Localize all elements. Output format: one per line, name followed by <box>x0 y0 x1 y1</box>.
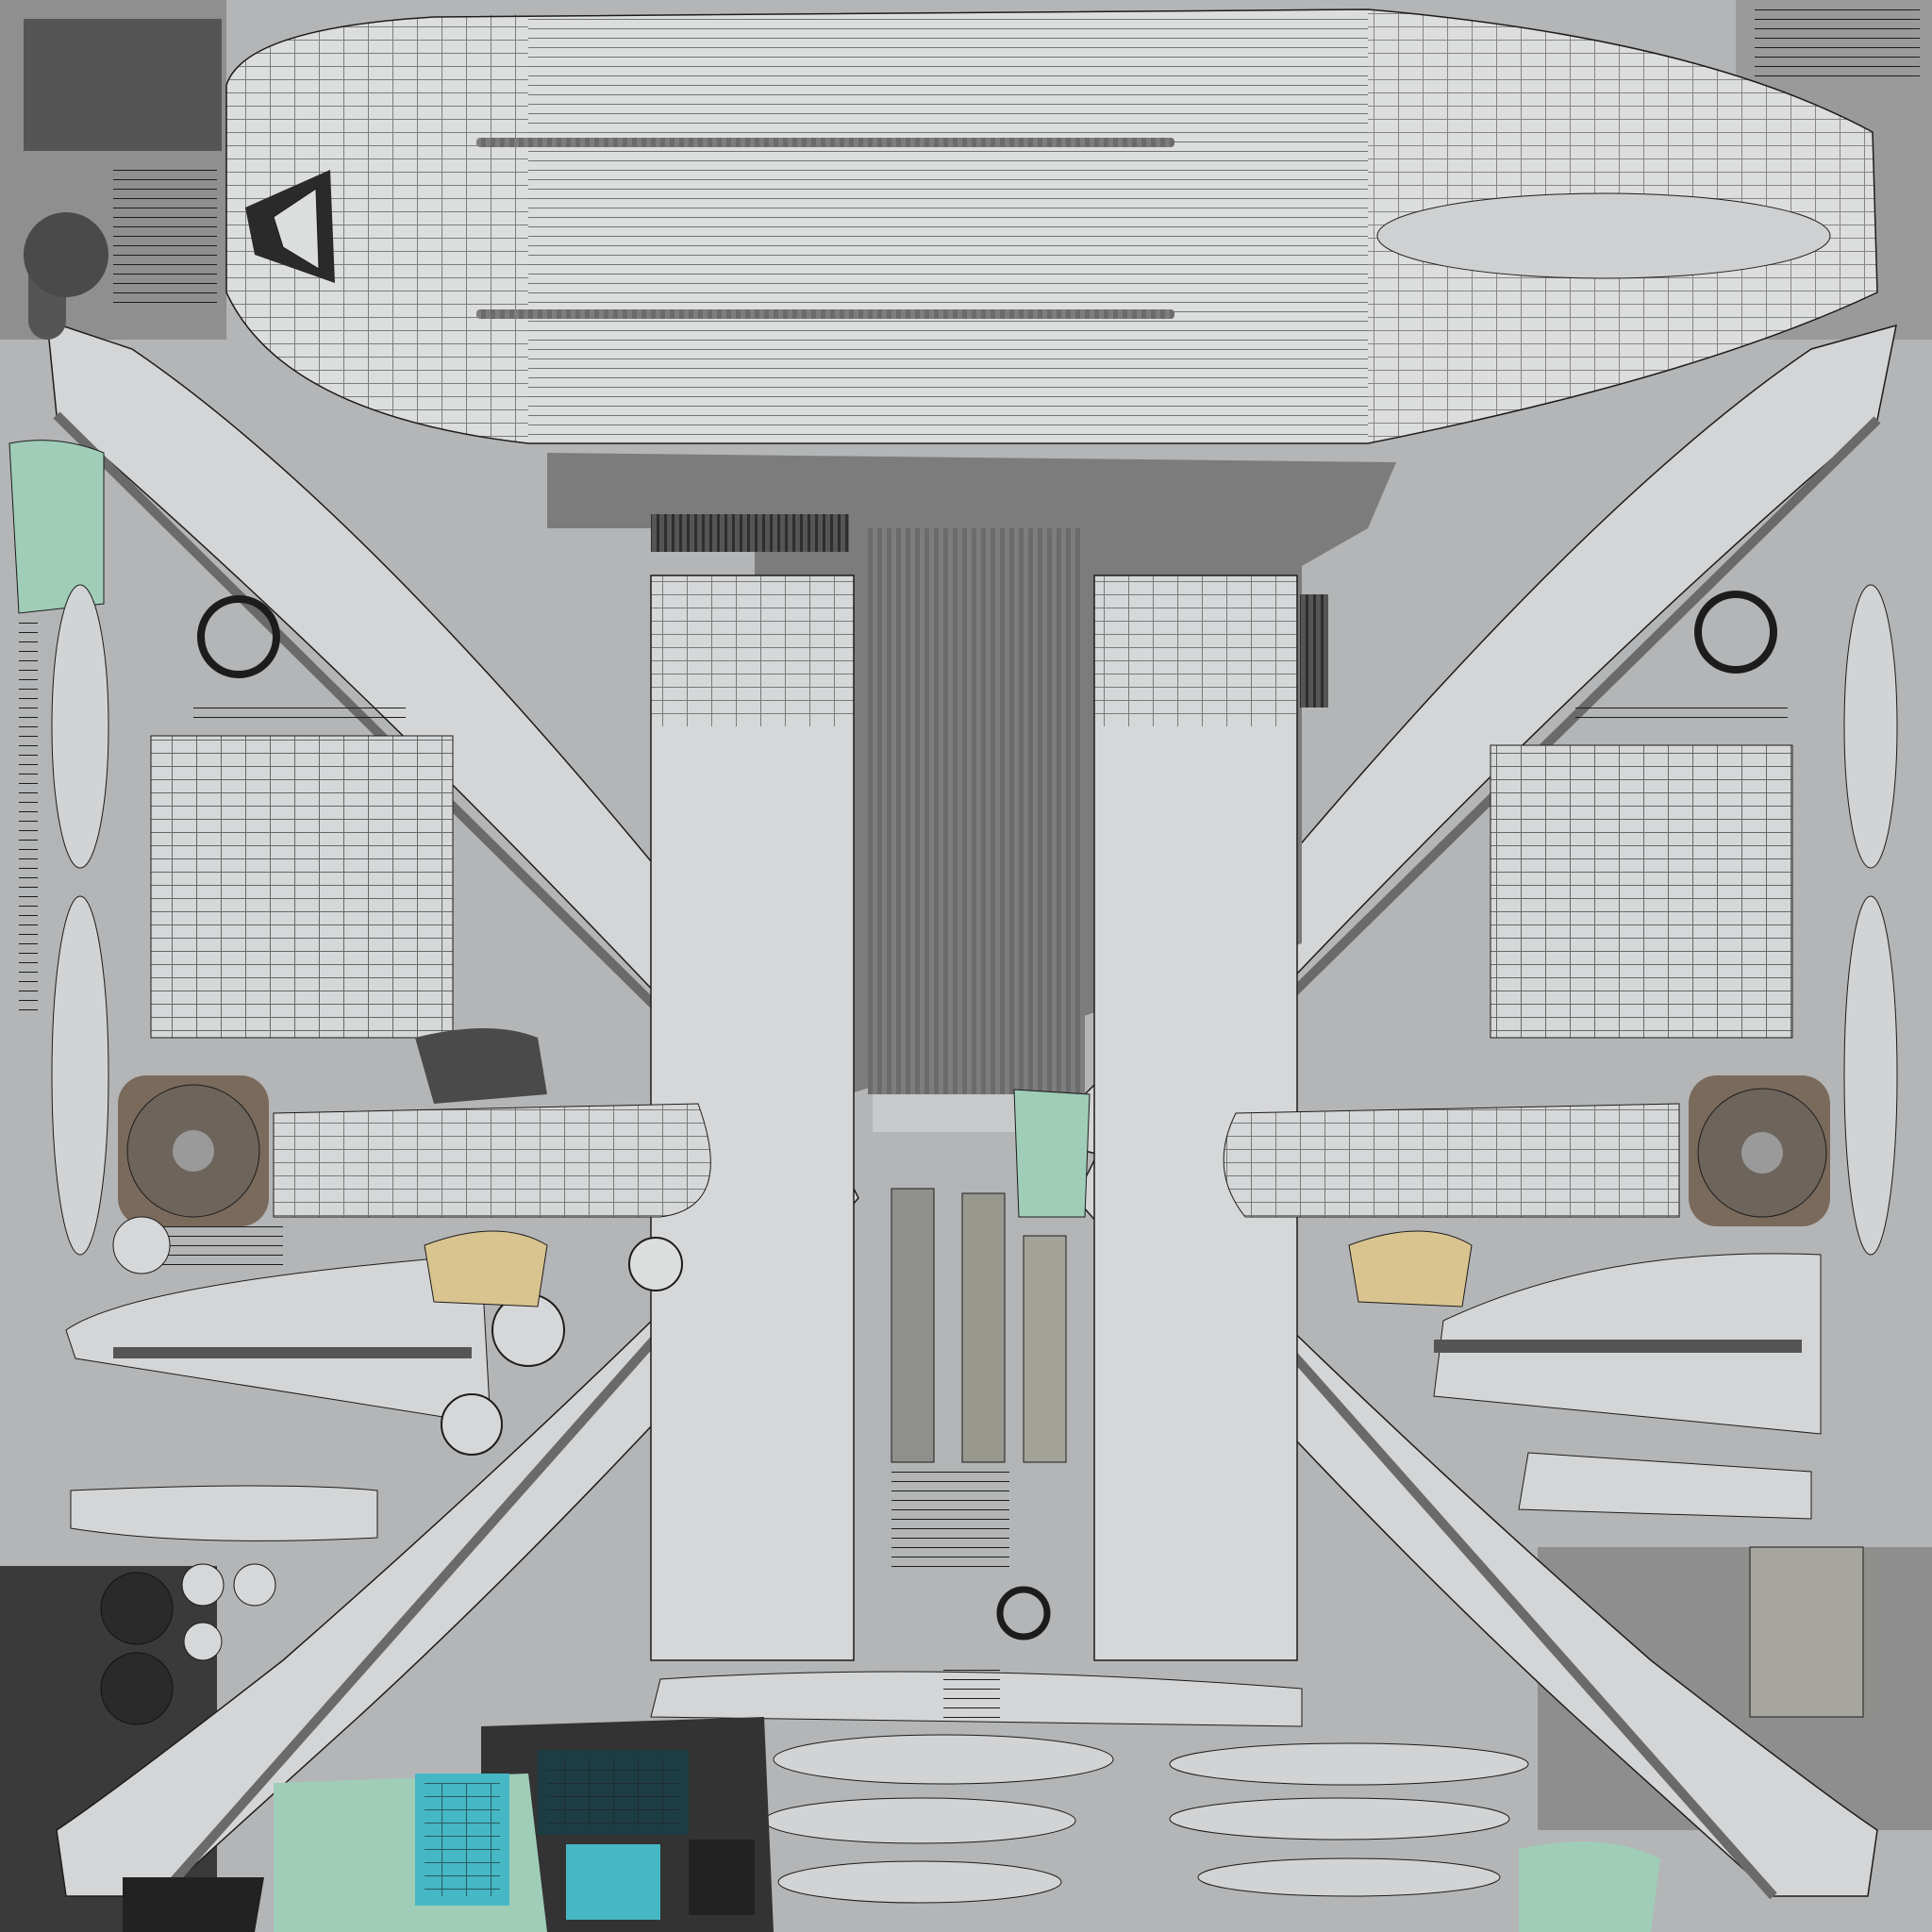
fan-segment-tan <box>424 1230 1473 1307</box>
wheel-ring-icon <box>197 591 1777 1641</box>
engine-pods-bottom <box>650 1670 1529 1904</box>
fuselage-upper-panel <box>225 8 1878 444</box>
instrument-panel-icon <box>123 1717 1660 1932</box>
left-side-parts <box>8 440 711 1541</box>
landing-gear-doors <box>877 1089 1091 1575</box>
small-parts-cluster <box>24 9 1920 1725</box>
turbine-fan-icon <box>118 1075 1830 1226</box>
right-side-parts <box>1223 584 1898 1718</box>
